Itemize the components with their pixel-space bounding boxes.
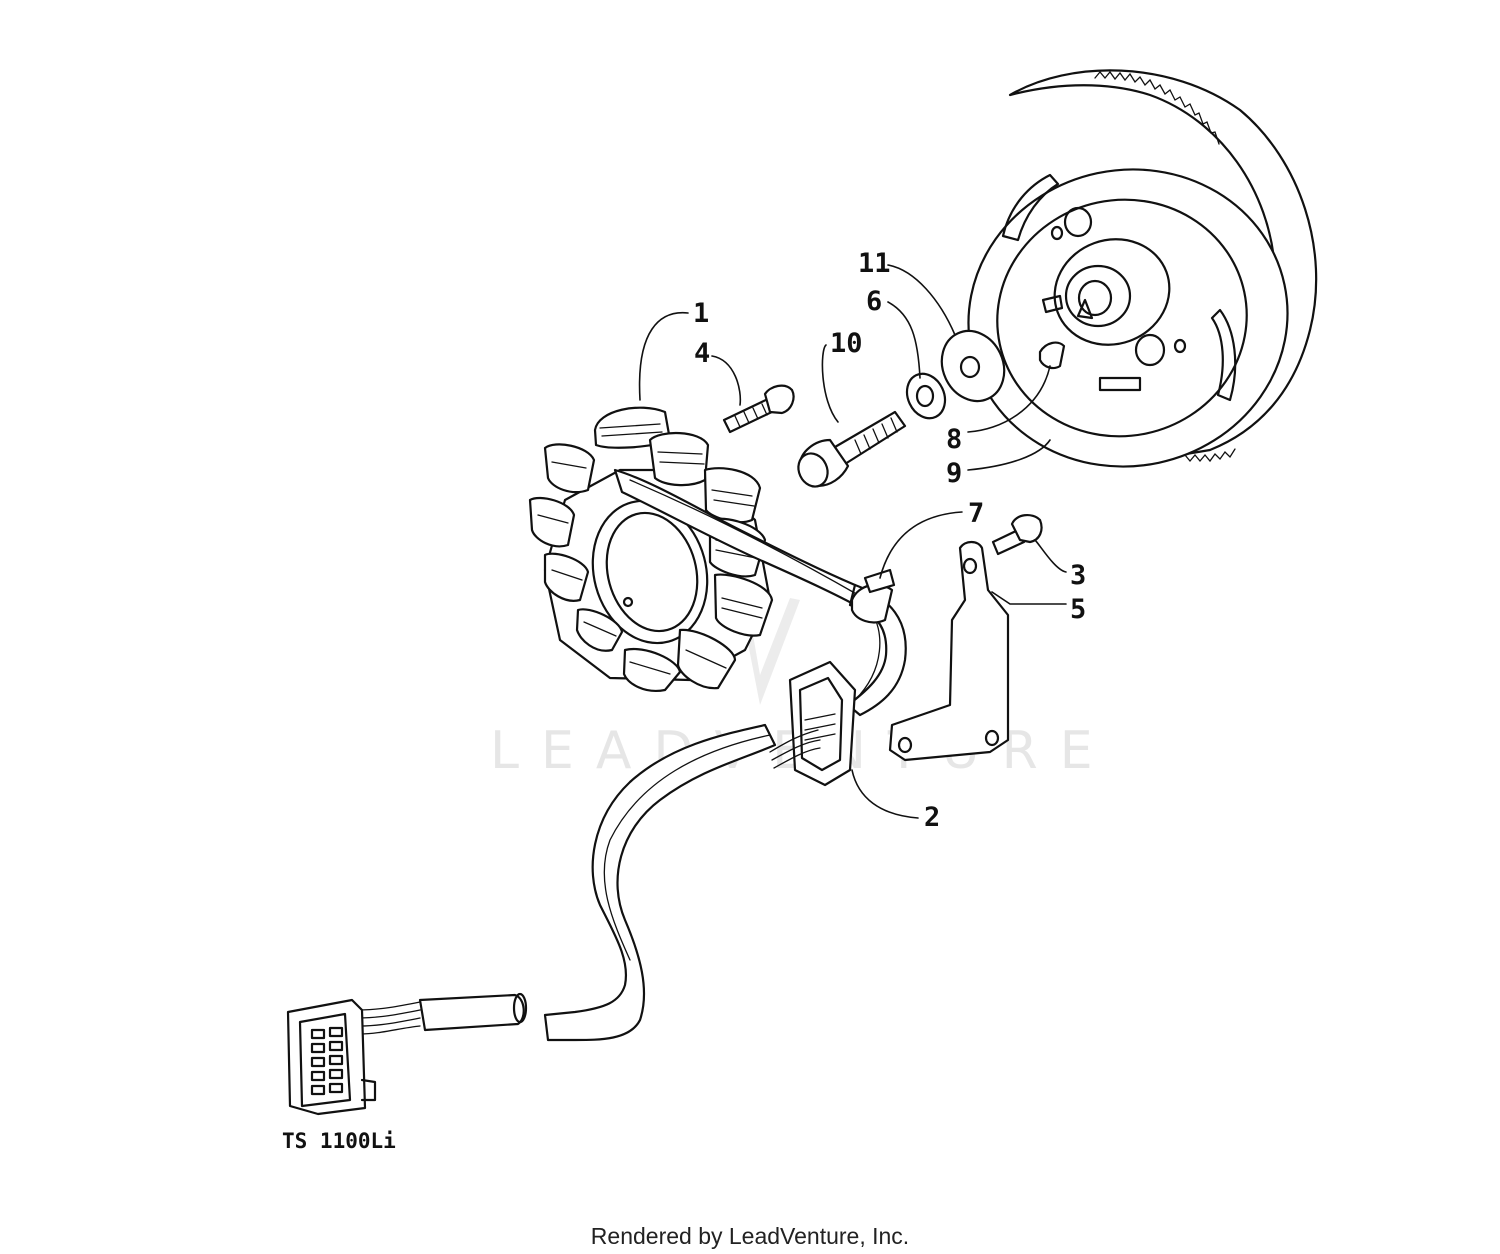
- bracket-screw: [991, 514, 1043, 556]
- callout-11: 11: [858, 248, 891, 279]
- woodruff-key: [1038, 341, 1066, 370]
- lock-washer: [905, 372, 947, 420]
- harness-connector: [286, 998, 377, 1116]
- flywheel-bolt: [797, 410, 907, 488]
- stator-screw: [722, 384, 795, 434]
- callout-8: 8: [946, 424, 962, 455]
- mounting-bracket: [888, 540, 1010, 762]
- flywheel: [967, 69, 1318, 468]
- harness-wires: [769, 729, 821, 769]
- leader-lines: [638, 264, 1067, 819]
- harness-grommet: [788, 660, 857, 787]
- cable-segment: [418, 993, 525, 1032]
- callout-4: 4: [694, 338, 710, 369]
- callout-7: 7: [968, 498, 984, 529]
- callout-6: 6: [866, 286, 882, 317]
- callout-1: 1: [693, 298, 709, 329]
- callout-5: 5: [1070, 594, 1086, 625]
- callout-10: 10: [830, 328, 863, 359]
- flywheel-washer: [940, 329, 1006, 403]
- callout-2: 2: [924, 802, 940, 833]
- footer-credit: Rendered by LeadVenture, Inc.: [591, 1223, 909, 1249]
- callout-3: 3: [1070, 560, 1086, 591]
- main-cable: [543, 723, 777, 1042]
- callout-9: 9: [946, 458, 962, 489]
- model-label: TS 1100Li: [282, 1129, 396, 1153]
- stator: [528, 406, 774, 692]
